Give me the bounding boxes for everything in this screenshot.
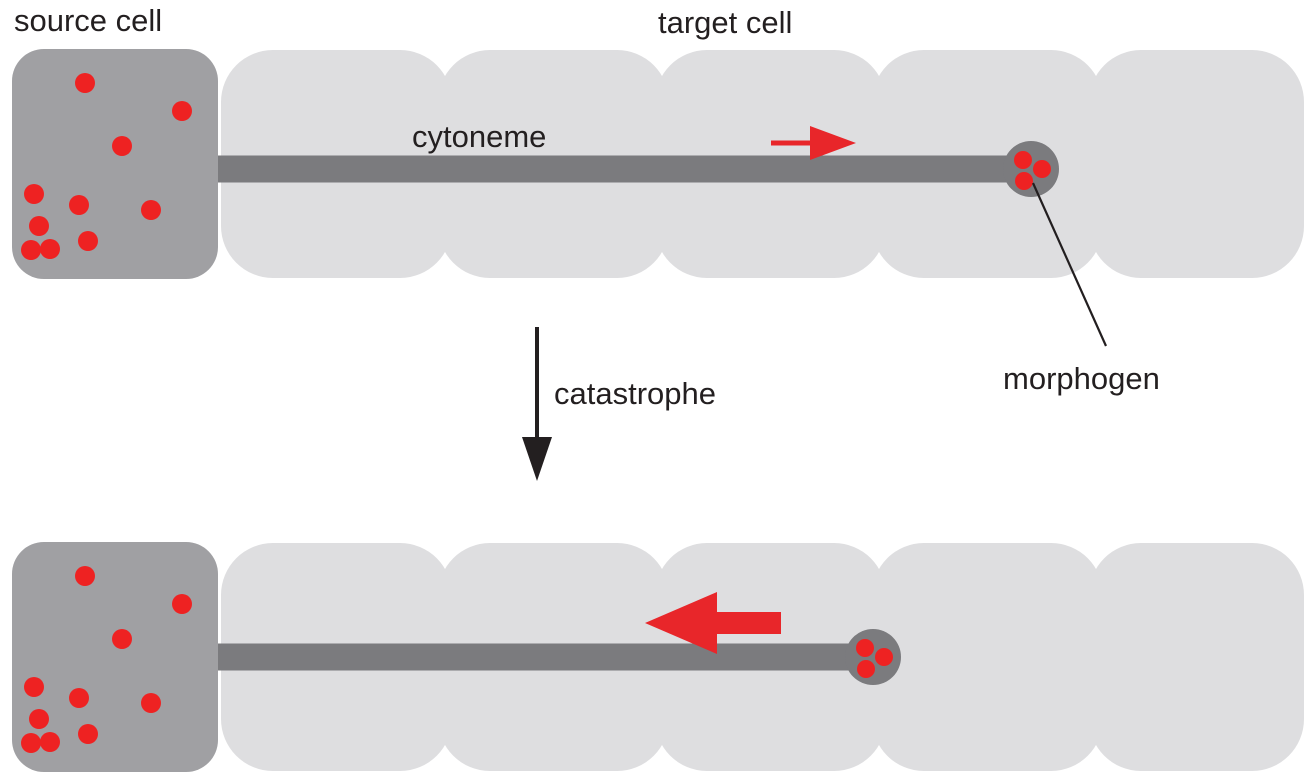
catastrophe-arrow-shaft <box>535 327 539 437</box>
tip-morphogen-dot <box>1015 172 1033 190</box>
morphogen-dot <box>112 629 132 649</box>
cytoneme-label: cytoneme <box>412 119 546 154</box>
source-cell-bottom <box>12 542 218 772</box>
catastrophe-arrow <box>522 327 552 481</box>
transport-arrow-shaft <box>771 140 810 146</box>
cytoneme-tip-top <box>1003 141 1059 197</box>
morphogen-dot <box>24 677 44 697</box>
morphogen-dot <box>21 240 41 260</box>
target-cell-label: target cell <box>658 5 792 40</box>
target-cell <box>872 543 1103 771</box>
target-cell <box>1089 50 1304 278</box>
source-cell-top <box>12 49 218 279</box>
morphogen-dot <box>75 566 95 586</box>
morphogen-dot <box>40 732 60 752</box>
tip-morphogen-dot <box>1014 151 1032 169</box>
catastrophe-label: catastrophe <box>554 376 716 411</box>
catastrophe-transition <box>522 327 552 481</box>
retrograde-transport-arrow <box>645 592 781 654</box>
cytoneme-shaft-top <box>218 155 1026 183</box>
tip-morphogen-dot <box>1033 160 1051 178</box>
morphogen-dot <box>78 724 98 744</box>
morphogen-dot <box>40 239 60 259</box>
morphogen-dot <box>141 200 161 220</box>
morphogen-dot <box>29 709 49 729</box>
cytoneme-extension-panel <box>12 49 1304 347</box>
source-cell-label: source cell <box>14 3 162 38</box>
morphogen-leader-line <box>1031 182 1108 347</box>
anterograde-transport-arrow <box>771 126 856 160</box>
cytoneme-shaft-bottom <box>218 643 866 671</box>
cytoneme-shaft <box>218 643 866 671</box>
morphogen-label: morphogen <box>1003 361 1160 396</box>
morphogen-dot <box>141 693 161 713</box>
source-cell-body <box>12 49 218 279</box>
cytoneme-tip-bottom <box>845 629 901 685</box>
transport-arrow-head <box>810 126 856 160</box>
source-cell-body <box>12 542 218 772</box>
morphogen-dot <box>75 73 95 93</box>
cytoneme-retraction-panel <box>12 542 1304 772</box>
morphogen-dot <box>172 101 192 121</box>
target-cell <box>1089 543 1304 771</box>
tip-morphogen-dot <box>875 648 893 666</box>
morphogen-dot <box>69 195 89 215</box>
catastrophe-arrow-head <box>522 437 552 481</box>
cytoneme-shaft <box>218 155 1026 183</box>
tip-morphogen-dot <box>857 660 875 678</box>
morphogen-dot <box>24 184 44 204</box>
morphogen-dot <box>69 688 89 708</box>
morphogen-dot <box>78 231 98 251</box>
transport-arrow-shaft <box>717 612 781 634</box>
morphogen-dot <box>172 594 192 614</box>
morphogen-dot <box>21 733 41 753</box>
morphogen-dot <box>112 136 132 156</box>
morphogen-leader-line-stroke <box>1031 182 1108 347</box>
tip-morphogen-dot <box>856 639 874 657</box>
transport-arrow-head <box>645 592 717 654</box>
morphogen-dot <box>29 216 49 236</box>
